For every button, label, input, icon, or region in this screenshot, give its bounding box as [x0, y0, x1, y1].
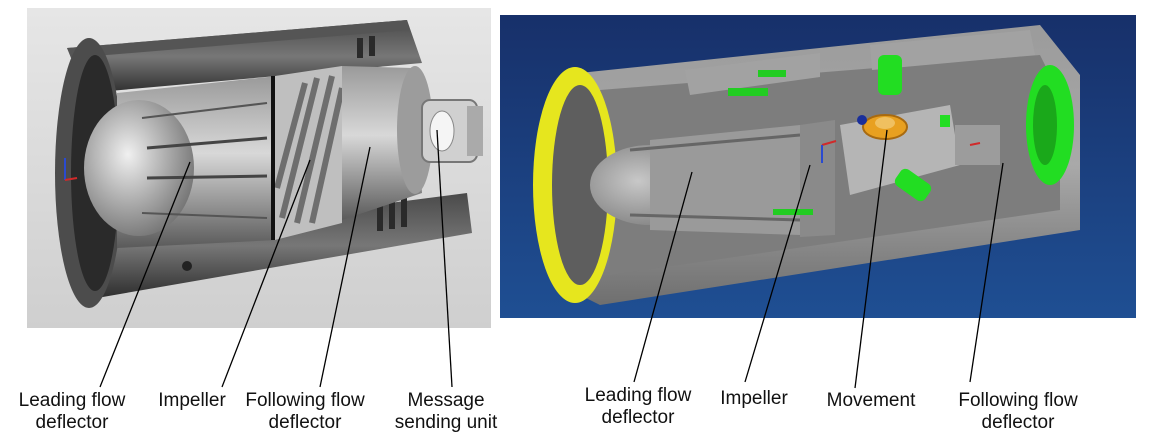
green-fitting-top [878, 55, 902, 95]
label-right-impeller: Impeller [720, 388, 788, 409]
label-left-following-flow-deflector: Following flow deflector [245, 390, 365, 433]
right-impeller-shape [800, 120, 835, 237]
label-right-leading-flow-deflector: Leading flow deflector [584, 385, 692, 428]
green-fitting-bottom [894, 168, 932, 202]
label-right-movement: Movement [826, 390, 916, 411]
housing-top [67, 20, 422, 93]
label-left-message-sending-unit: Message sending unit [394, 390, 498, 433]
label-left-leading-flow-deflector: Leading flow deflector [18, 390, 126, 433]
label-right-following-flow-deflector: Following flow deflector [958, 390, 1078, 433]
left-cutaway-render [27, 8, 491, 328]
right-cutaway-render [500, 15, 1136, 318]
label-left-impeller: Impeller [158, 390, 226, 411]
